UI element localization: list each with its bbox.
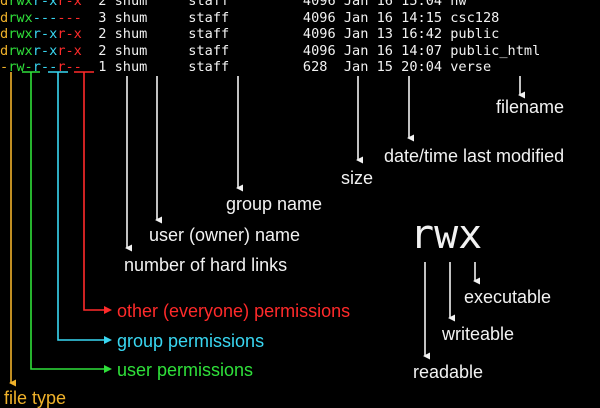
perm-other: r-x [57,26,82,42]
perm-group: r-x [32,26,58,42]
links-count: 2 [98,26,107,42]
file-size: 4096 [302,9,336,26]
file-name: hw [450,0,467,9]
mod-month: Jan [343,9,369,26]
label-group-perms: group permissions [117,331,265,351]
file-name: public_html [450,42,541,59]
label-filename: filename [496,97,565,117]
links-count: 2 [98,42,107,59]
label-readable: readable [413,362,484,382]
file-size: 4096 [302,42,336,59]
mod-day: 15 [376,59,393,75]
file-name: public [450,26,500,42]
ls-listing: drwxr-xr-x 2 shum staff 4096 Jan 16 15:0… [0,0,540,76]
owner-name: shum [114,26,148,42]
label-date-time: date/time last modified [384,146,565,166]
rwx-title: rwx [410,212,483,258]
listing-row: drwxr-xr-x 2 shum staff 4096 Jan 16 14:0… [0,43,540,60]
label-other-perms: other (everyone) permissions [117,301,351,321]
label-group-name: group name [226,194,323,214]
bracket-other-perms [74,71,110,310]
label-size: size [341,168,374,188]
perm-user: rwx [8,9,33,26]
perm-group: --- [32,9,58,26]
mod-day: 16 [376,0,393,9]
owner-name: shum [114,42,148,59]
file-size: 628 [302,59,328,75]
file-size: 4096 [302,0,336,9]
perm-other: r-x [57,0,82,9]
mod-month: Jan [343,0,369,9]
mod-month: Jan [343,59,369,75]
perm-user: rw- [8,59,33,75]
links-count: 2 [98,0,107,9]
group-name: staff [188,9,230,26]
perm-group: r-- [32,59,58,75]
links-count: 1 [98,59,107,75]
perm-other: r-- [57,59,82,75]
label-user-perms: user permissions [117,360,254,380]
perm-type: d [0,42,9,59]
perm-type: - [0,59,9,75]
perm-user: rwx [8,26,33,42]
label-writeable: writeable [442,324,515,344]
owner-name: shum [114,9,148,26]
mod-time: 14:07 [401,42,443,59]
owner-name: shum [114,59,148,75]
perm-type: d [0,26,9,42]
links-count: 3 [98,9,107,26]
label-executable: executable [464,287,552,307]
label-hard-links: number of hard links [124,255,288,275]
label-owner-name: user (owner) name [149,225,301,245]
listing-row: drwxr-xr-x 2 shum staff 4096 Jan 16 15:0… [0,0,540,10]
mod-month: Jan [343,42,369,59]
listing-row: -rw-r--r-- 1 shum staff 628 Jan 15 20:04… [0,59,540,76]
group-name: staff [188,0,230,9]
perm-type: d [0,9,9,26]
file-size: 4096 [302,26,336,42]
group-name: staff [188,26,230,42]
group-name: staff [188,42,230,59]
perm-other: r-x [57,42,82,59]
listing-row: drwxr-xr-x 2 shum staff 4096 Jan 13 16:4… [0,26,540,43]
mod-time: 15:04 [401,0,443,9]
file-name: csc128 [450,9,500,26]
perm-group: r-x [32,42,58,59]
mod-day: 16 [376,9,393,26]
owner-name: shum [114,0,148,9]
mod-month: Jan [343,26,369,42]
mod-day: 13 [376,26,393,42]
mod-time: 14:15 [401,9,443,26]
perm-other: --- [57,9,82,26]
perm-type: d [0,0,9,9]
label-file-type: file type [4,388,67,408]
mod-time: 16:42 [401,26,443,42]
perm-group: r-x [32,0,58,9]
perm-user: rwx [8,42,33,59]
bracket-group-perms [48,71,110,340]
mod-day: 16 [376,42,393,59]
file-name: verse [450,59,492,75]
perm-user: rwx [8,0,33,9]
mod-time: 20:04 [401,59,443,75]
bracket-user-perms [22,71,110,369]
listing-row: drwx------ 3 shum staff 4096 Jan 16 14:1… [0,10,540,27]
group-name: staff [188,59,230,75]
